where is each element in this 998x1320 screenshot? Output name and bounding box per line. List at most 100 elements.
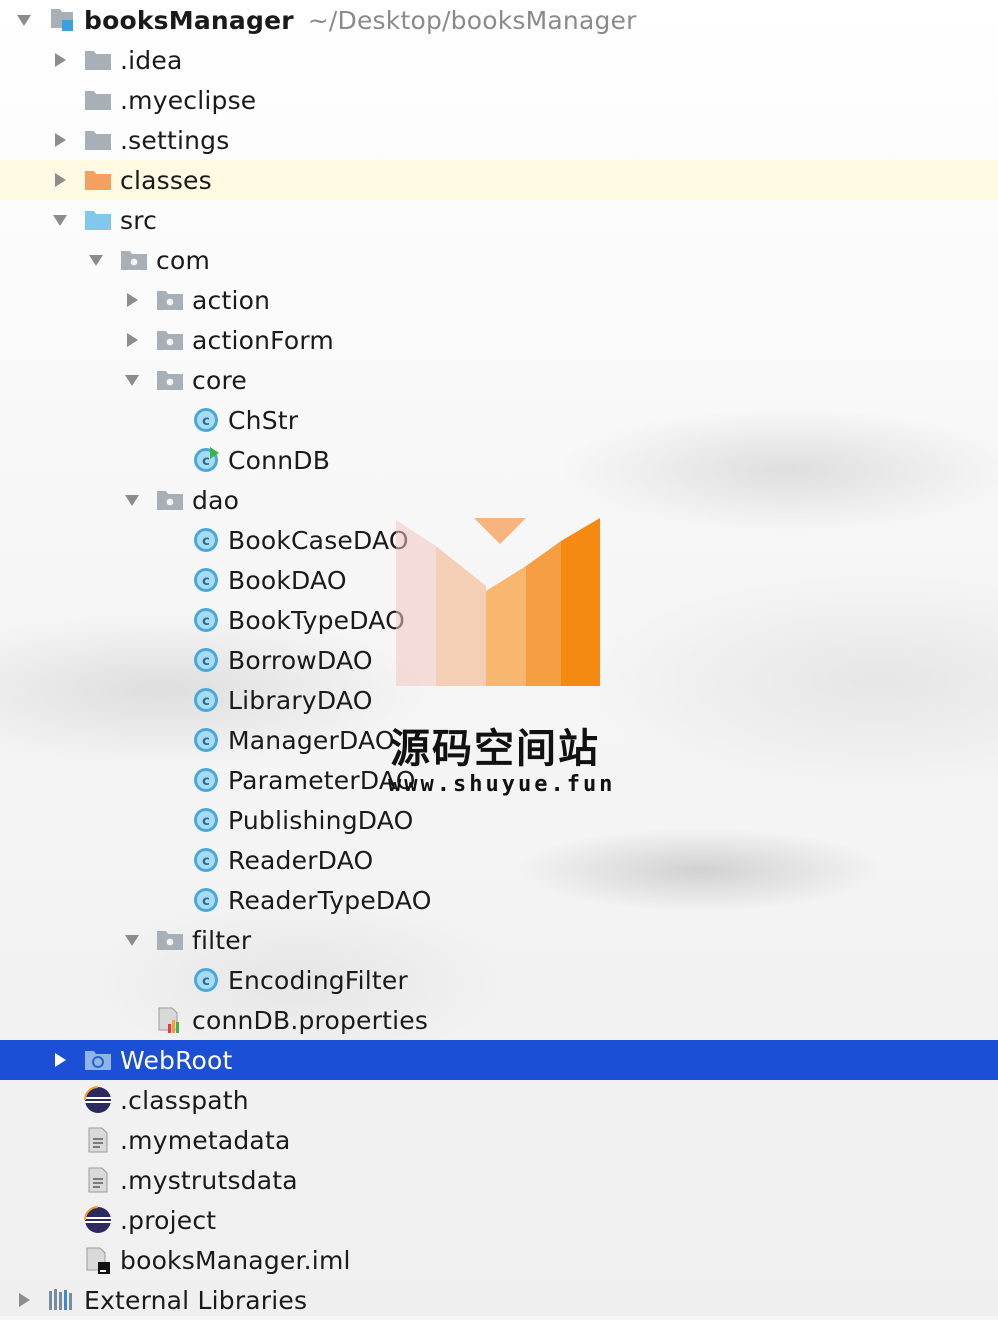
tree-item-label: ReaderDAO — [228, 845, 374, 875]
tree-item-label: BookTypeDAO — [228, 605, 405, 635]
tree-item-conndb-properties[interactable]: connDB.properties — [0, 1000, 998, 1040]
tree-item-bookcasedao[interactable]: BookCaseDAO — [0, 520, 998, 560]
package-icon — [156, 926, 184, 954]
java-class-icon — [192, 526, 220, 554]
tree-item-label: .mystrutsdata — [120, 1165, 298, 1195]
tree-item-label: LibraryDAO — [228, 685, 373, 715]
folder-icon — [84, 46, 112, 74]
tree-item-publishingdao[interactable]: PublishingDAO — [0, 800, 998, 840]
tree-item-com[interactable]: com — [0, 240, 998, 280]
tree-item-encodingfilter[interactable]: EncodingFilter — [0, 960, 998, 1000]
tree-item-chstr[interactable]: ChStr — [0, 400, 998, 440]
tree-item-borrowdao[interactable]: BorrowDAO — [0, 640, 998, 680]
java-class-icon — [192, 886, 220, 914]
tree-item-label: PublishingDAO — [228, 805, 414, 835]
tree-item-label: connDB.properties — [192, 1005, 429, 1035]
java-class-icon — [192, 686, 220, 714]
tree-item-managerdao[interactable]: ManagerDAO — [0, 720, 998, 760]
java-class-icon — [192, 406, 220, 434]
tree-item-label: ReaderTypeDAO — [228, 885, 432, 915]
collapsed-arrow-icon[interactable] — [48, 1048, 72, 1072]
package-icon — [156, 286, 184, 314]
tree-item-label: core — [192, 365, 247, 395]
tree-item-dao[interactable]: dao — [0, 480, 998, 520]
tree-item-label: filter — [192, 925, 252, 955]
java-class-icon — [192, 726, 220, 754]
tree-item-mystrutsdata[interactable]: .mystrutsdata — [0, 1160, 998, 1200]
runnable-class-icon — [192, 446, 220, 474]
expand-arrow-icon[interactable] — [120, 928, 144, 952]
tree-item-label: .idea — [120, 45, 183, 75]
tree-item-label: EncodingFilter — [228, 965, 408, 995]
collapsed-arrow-icon[interactable] — [48, 48, 72, 72]
collapsed-arrow-icon[interactable] — [12, 1288, 36, 1312]
package-icon — [156, 486, 184, 514]
tree-item-label: BorrowDAO — [228, 645, 373, 675]
tree-item-actionform[interactable]: actionForm — [0, 320, 998, 360]
tree-item-readerdao[interactable]: ReaderDAO — [0, 840, 998, 880]
tree-item-bookdao[interactable]: BookDAO — [0, 560, 998, 600]
tree-item-settings[interactable]: .settings — [0, 120, 998, 160]
expand-arrow-icon[interactable] — [12, 8, 36, 32]
java-class-icon — [192, 846, 220, 874]
folder-icon — [84, 86, 112, 114]
tree-item-label: action — [192, 285, 271, 315]
watermark-title: 源码空间站 — [390, 726, 600, 772]
tree-item-idea[interactable]: .idea — [0, 40, 998, 80]
expand-arrow-icon[interactable] — [120, 488, 144, 512]
tree-item-classpath[interactable]: .classpath — [0, 1080, 998, 1120]
text-file-icon — [84, 1166, 112, 1194]
tree-item-booktypedao[interactable]: BookTypeDAO — [0, 600, 998, 640]
tree-item-external-libraries[interactable]: External Libraries — [0, 1280, 998, 1320]
tree-item-filter[interactable]: filter — [0, 920, 998, 960]
tree-item-label: ParameterDAO — [228, 765, 416, 795]
tree-item-parameterdao[interactable]: ParameterDAO — [0, 760, 998, 800]
tree-item-label: External Libraries — [84, 1285, 308, 1315]
package-icon — [156, 326, 184, 354]
package-icon — [120, 246, 148, 274]
excluded-folder-icon — [84, 166, 112, 194]
tree-item-myeclipse[interactable]: .myeclipse — [0, 80, 998, 120]
expand-arrow-icon[interactable] — [84, 248, 108, 272]
java-class-icon — [192, 566, 220, 594]
expand-arrow-icon[interactable] — [48, 208, 72, 232]
tree-item-iml[interactable]: booksManager.iml — [0, 1240, 998, 1280]
expand-arrow-icon[interactable] — [120, 368, 144, 392]
tree-item-conndb[interactable]: ConnDB — [0, 440, 998, 480]
tree-item-librarydao[interactable]: LibraryDAO — [0, 680, 998, 720]
tree-item-label: booksManager.iml — [120, 1245, 351, 1275]
tree-item-readertypedao[interactable]: ReaderTypeDAO — [0, 880, 998, 920]
eclipse-icon — [84, 1086, 112, 1114]
collapsed-arrow-icon[interactable] — [48, 168, 72, 192]
watermark-url: www.shuyue.fun — [388, 772, 616, 797]
tree-item-classes[interactable]: classes — [0, 160, 998, 200]
java-class-icon — [192, 646, 220, 674]
tree-item-src[interactable]: src — [0, 200, 998, 240]
tree-item-label: com — [156, 245, 210, 275]
collapsed-arrow-icon[interactable] — [120, 288, 144, 312]
tree-item-label: dao — [192, 485, 240, 515]
text-file-icon — [84, 1126, 112, 1154]
tree-item-label: ConnDB — [228, 445, 331, 475]
tree-item-project[interactable]: .project — [0, 1200, 998, 1240]
java-class-icon — [192, 606, 220, 634]
collapsed-arrow-icon[interactable] — [120, 328, 144, 352]
project-name: booksManager — [84, 5, 294, 35]
tree-item-label: src — [120, 205, 158, 235]
tree-item-action[interactable]: action — [0, 280, 998, 320]
tree-item-label: classes — [120, 165, 212, 195]
package-icon — [156, 366, 184, 394]
folder-icon — [84, 126, 112, 154]
web-folder-icon — [84, 1046, 112, 1074]
tree-item-project-root[interactable]: booksManager ~/Desktop/booksManager — [0, 0, 998, 40]
tree-item-mymetadata[interactable]: .mymetadata — [0, 1120, 998, 1160]
module-folder-icon — [48, 6, 76, 34]
project-path: ~/Desktop/booksManager — [307, 5, 637, 35]
tree-item-label: ManagerDAO — [228, 725, 395, 755]
tree-item-core[interactable]: core — [0, 360, 998, 400]
tree-item-webroot[interactable]: WebRoot — [0, 1040, 998, 1080]
tree-item-label: .project — [120, 1205, 217, 1235]
tree-item-label: .myeclipse — [120, 85, 257, 115]
collapsed-arrow-icon[interactable] — [48, 128, 72, 152]
eclipse-icon — [84, 1206, 112, 1234]
